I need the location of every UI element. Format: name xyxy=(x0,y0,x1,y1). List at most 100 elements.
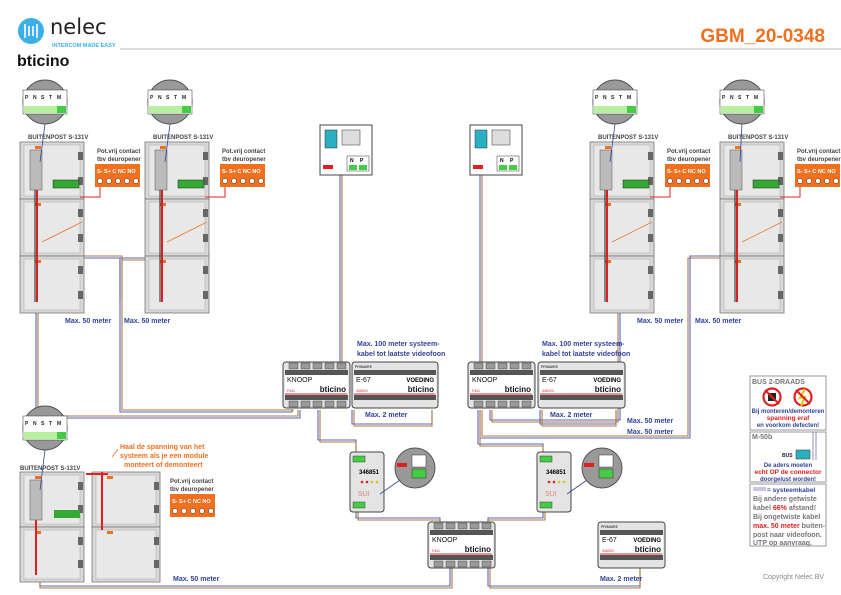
max50-label: Max. 50 meter xyxy=(173,576,220,583)
module-name: KNOOP xyxy=(432,537,458,544)
screw-terminal xyxy=(667,178,673,184)
screw-terminal xyxy=(181,508,187,514)
svg-text:BUS: BUS xyxy=(782,453,793,459)
document-code: GBM_20-0348 xyxy=(700,26,825,47)
screw-terminal xyxy=(824,178,830,184)
svg-text:spanning eraf: spanning eraf xyxy=(767,415,810,422)
module-name: E-67 xyxy=(356,377,371,384)
svg-text:tbv deuropener: tbv deuropener xyxy=(222,157,266,163)
screw-terminal xyxy=(222,178,228,184)
bus-terminal xyxy=(312,362,323,370)
screw-terminal xyxy=(133,178,139,184)
max100-label: kabel tot laatste videofoon xyxy=(542,351,630,358)
bus-terminal xyxy=(457,560,468,568)
bus-terminal xyxy=(324,400,335,408)
bus-terminal xyxy=(481,560,492,568)
screw-terminal xyxy=(833,178,839,184)
max50-label: Max. 50 meter xyxy=(124,318,171,325)
system-cable xyxy=(37,300,299,417)
terminal-label: S xyxy=(611,95,615,101)
station-title: BUITENPOST S-131V xyxy=(598,135,658,141)
screw-terminal xyxy=(190,508,196,514)
bus-terminal xyxy=(312,400,323,408)
bus-terminal xyxy=(521,362,532,370)
terminal-label: T xyxy=(619,95,622,101)
svg-text:Bij ongetwiste kabel: Bij ongetwiste kabel xyxy=(753,514,820,521)
module-tag: PRIMAIRE xyxy=(355,365,373,369)
bus-terminal xyxy=(433,560,444,568)
terminal-label: P xyxy=(510,158,514,164)
max50-label: Max. 50 meter xyxy=(637,318,684,325)
bticino-logo: bticino xyxy=(595,385,621,394)
max50-label: Max. 50 meter xyxy=(627,429,674,436)
max50-label: Max. 50 meter xyxy=(695,318,742,325)
module-name: E-67 xyxy=(542,377,557,384)
svg-text:tbv deuropener: tbv deuropener xyxy=(797,157,841,163)
terminal-label: T xyxy=(174,95,177,101)
module-name: KNOOP xyxy=(287,377,313,384)
contact-terminals: S- S+ C NC NO xyxy=(97,169,136,175)
bus-terminal xyxy=(300,362,311,370)
terminal-label: T xyxy=(746,95,749,101)
bus-terminal xyxy=(509,362,520,370)
terminal-label: S xyxy=(41,95,45,101)
screw-terminal xyxy=(258,178,264,184)
max50-label: Max. 50 meter xyxy=(627,418,674,425)
svg-text:= systeemkabel: = systeemkabel xyxy=(767,487,815,494)
nelec-logo-icon xyxy=(18,18,44,44)
svg-text:Bij andere getwiste: Bij andere getwiste xyxy=(753,496,817,503)
svg-text:post naar videofoon.: post naar videofoon. xyxy=(753,532,822,539)
bticino-logo: bticino xyxy=(635,545,661,554)
screen-icon xyxy=(341,129,361,146)
svg-text:systeem als je een module: systeem als je een module xyxy=(120,453,208,460)
terminal-label: T xyxy=(49,421,52,427)
station-title: BUITENPOST S-131V xyxy=(728,135,788,141)
max2-label: Max. 2 meter xyxy=(550,412,593,419)
module-subtitle: SUI xyxy=(358,491,370,498)
bus-terminal xyxy=(445,522,456,530)
screw-terminal xyxy=(694,178,700,184)
terminal-label: P xyxy=(25,95,29,101)
terminal-label: N xyxy=(158,95,162,101)
bus-terminal xyxy=(473,362,484,370)
terminal-label: P xyxy=(25,421,29,427)
max100-label: Max. 100 meter systeem- xyxy=(357,341,440,348)
system-cable xyxy=(489,300,621,421)
svg-text:Pot.vrij contact: Pot.vrij contact xyxy=(97,149,140,155)
module-code: 346851 xyxy=(359,470,380,476)
bus-terminal xyxy=(324,362,335,370)
bus-terminal xyxy=(336,362,347,370)
bus-terminal xyxy=(288,362,299,370)
legend-bus: BUS 2-DRAADS Bij monteren/demonteren spa… xyxy=(749,375,827,431)
svg-text:BUS 2-DRAADS: BUS 2-DRAADS xyxy=(752,379,805,386)
terminal-label: M xyxy=(754,95,758,101)
system-cable xyxy=(487,512,546,522)
svg-text:De aders moeten: De aders moeten xyxy=(764,463,813,469)
switch-detail-magnifier xyxy=(394,447,436,489)
module-code: 346020 xyxy=(602,549,614,553)
svg-text:Bij monteren/demonteren: Bij monteren/demonteren xyxy=(752,409,825,415)
screw-terminal xyxy=(106,178,112,184)
contact-terminals: S- S+ C NC NO xyxy=(797,169,836,175)
svg-text:max. 50 meter buiten-: max. 50 meter buiten- xyxy=(753,523,826,530)
bus-terminal xyxy=(485,362,496,370)
svg-text:M-50b: M-50b xyxy=(752,434,772,441)
station-title: BUITENPOST S-131V xyxy=(153,135,213,141)
bticino-logo: bticino xyxy=(17,53,70,70)
station-title: BUITENPOST S-131V xyxy=(20,466,80,472)
